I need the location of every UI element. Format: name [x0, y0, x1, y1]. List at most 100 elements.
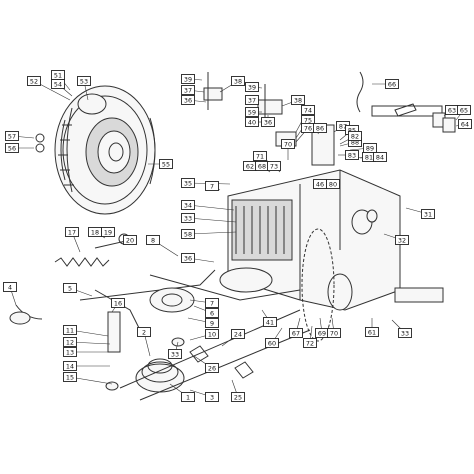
- part-number: 34: [184, 201, 192, 209]
- part-callout-p39a: 39: [181, 74, 195, 84]
- part-callout-box: [313, 123, 327, 133]
- part-number: 9: [210, 319, 214, 327]
- part-number: 20: [126, 236, 134, 244]
- part-callout-p34: 34: [181, 200, 195, 210]
- part-callout-p69: 69: [315, 328, 329, 338]
- part-callout-box: [181, 178, 195, 188]
- part-callout-box: [289, 328, 303, 338]
- part-number: 76: [304, 124, 312, 132]
- part-callout-box: [63, 361, 77, 371]
- drive-chain: [301, 228, 335, 342]
- part-callout-box: [181, 229, 195, 239]
- part-callout-box: [231, 76, 245, 86]
- part-callout-box: [301, 105, 315, 115]
- gearbox-housing: [219, 169, 444, 311]
- part-callout-p20: 20: [123, 235, 137, 245]
- part-number: 65: [460, 106, 468, 114]
- part-callout-box: [205, 181, 219, 191]
- part-callout-p54: 54: [51, 79, 65, 89]
- part-callout-box: [159, 159, 173, 169]
- part-callout-box: [146, 235, 160, 245]
- part-number: 33: [171, 350, 179, 358]
- part-number: 71: [256, 152, 264, 160]
- part-number: 13: [66, 348, 74, 356]
- part-number: 3: [210, 393, 214, 401]
- part-number: 51: [54, 71, 62, 79]
- part-callout-box: [63, 283, 77, 293]
- part-callout-box: [181, 85, 195, 95]
- part-number: 82: [351, 132, 359, 140]
- part-number: 86: [316, 124, 324, 132]
- part-callout-p26: 26: [205, 363, 219, 373]
- part-callout-box: [63, 325, 77, 335]
- part-callout-box: [365, 327, 379, 337]
- part-number: 84: [376, 153, 384, 161]
- part-number: 39: [184, 75, 192, 83]
- part-callout-p14: 14: [63, 361, 77, 371]
- part-number: 66: [388, 80, 396, 88]
- part-callout-box: [303, 338, 317, 348]
- part-callout-p36b: 36: [261, 117, 275, 127]
- part-number: 36: [184, 254, 192, 262]
- part-callout-p63: 63: [445, 105, 459, 115]
- part-callout-box: [181, 95, 195, 105]
- part-callout-p46: 46: [313, 179, 327, 189]
- part-callout-box: [5, 131, 19, 141]
- part-number: 17: [68, 228, 76, 236]
- part-callout-p15: 15: [63, 372, 77, 382]
- part-callout-p4: 4: [3, 282, 17, 292]
- part-callout-p33c: 33: [168, 349, 182, 359]
- part-callout-p74: 74: [301, 105, 315, 115]
- part-number: 36: [264, 118, 272, 126]
- part-callout-box: [345, 150, 359, 160]
- part-callout-box: [101, 227, 115, 237]
- part-number: 5: [68, 284, 72, 292]
- part-number: 74: [304, 106, 312, 114]
- part-callout-p2: 2: [137, 327, 151, 337]
- part-callout-p38a: 38: [231, 76, 245, 86]
- part-number: 59: [248, 108, 256, 116]
- part-callout-p32: 32: [395, 235, 409, 245]
- part-number: 80: [329, 180, 337, 188]
- part-callout-p16: 16: [111, 298, 125, 308]
- part-callout-box: [421, 209, 435, 219]
- part-callout-box: [123, 235, 137, 245]
- part-callout-box: [51, 79, 65, 89]
- part-number: 70: [284, 140, 292, 148]
- part-number: 56: [8, 144, 16, 152]
- part-number: 14: [66, 362, 74, 370]
- part-callout-p62: 62: [243, 161, 257, 171]
- part-callout-box: [245, 82, 259, 92]
- part-callout-p33b: 33: [398, 328, 412, 338]
- part-callout-box: [137, 327, 151, 337]
- part-number: 31: [424, 210, 432, 218]
- part-callout-box: [326, 179, 340, 189]
- part-number: 41: [266, 318, 274, 326]
- part-number: 68: [258, 162, 266, 170]
- part-callout-box: [265, 338, 279, 348]
- part-number: 75: [304, 116, 312, 124]
- part-callout-box: [63, 347, 77, 357]
- part-number: 15: [66, 373, 74, 381]
- part-number: 25: [234, 393, 242, 401]
- part-number: 33: [401, 329, 409, 337]
- part-callout-p41: 41: [263, 317, 277, 327]
- part-callout-p71: 71: [253, 151, 267, 161]
- part-callout-box: [3, 282, 17, 292]
- part-callout-p55: 55: [159, 159, 173, 169]
- part-callout-p9: 9: [205, 318, 219, 328]
- part-callout-box: [373, 152, 387, 162]
- part-number: 33: [184, 214, 192, 222]
- part-callout-p61: 61: [365, 327, 379, 337]
- part-number: 72: [306, 339, 314, 347]
- part-callout-p53: 53: [77, 76, 91, 86]
- part-callout-p11: 11: [63, 325, 77, 335]
- part-number: 46: [316, 180, 324, 188]
- part-callout-p70b: 70: [327, 328, 341, 338]
- part-number: 54: [54, 80, 62, 88]
- part-callout-box: [111, 298, 125, 308]
- part-callout-p76: 76: [301, 123, 315, 133]
- part-callout-p66: 66: [385, 79, 399, 89]
- part-callout-box: [385, 79, 399, 89]
